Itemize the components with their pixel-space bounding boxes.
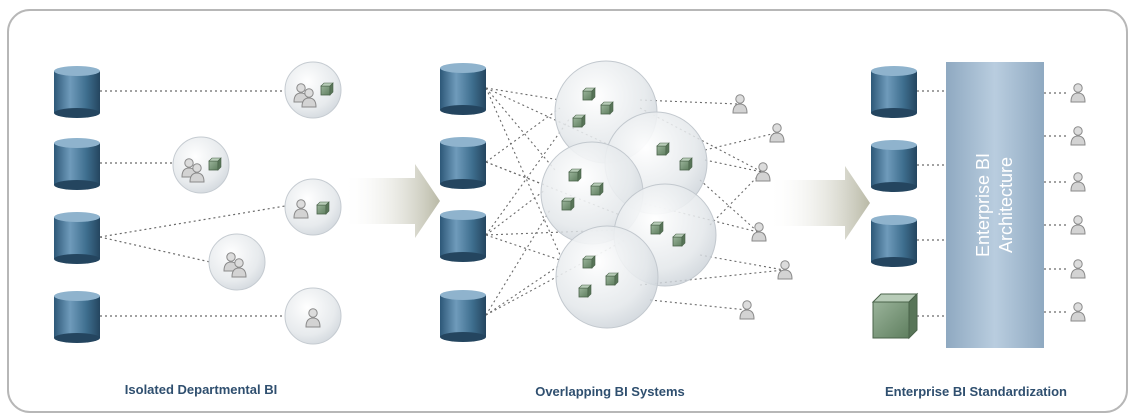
database-icon — [871, 215, 917, 267]
data-cube-icon — [320, 82, 334, 96]
data-cube-icon — [316, 201, 330, 215]
data-cube-icon — [582, 255, 596, 269]
data-cube-icon — [650, 221, 664, 235]
data-cube-icon — [590, 182, 604, 196]
right-arrow-icon — [343, 164, 440, 238]
panel-caption-isolated: Isolated Departmental BI — [125, 382, 277, 397]
data-cube-icon — [679, 157, 693, 171]
data-cube-icon — [568, 168, 582, 182]
data-cube-icon — [582, 87, 596, 101]
database-icon — [871, 140, 917, 192]
bubble — [284, 178, 342, 236]
panel-standardization: Enterprise BI Architecture Enterprise BI… — [871, 62, 1086, 399]
database-icon — [54, 66, 100, 118]
architecture-label-line1: Enterprise BI — [973, 153, 993, 257]
panel-caption-standardization: Enterprise BI Standardization — [885, 384, 1067, 399]
database-icon — [871, 66, 917, 118]
data-cube-icon — [208, 157, 222, 171]
panel-isolated: Isolated Departmental BI — [54, 61, 342, 397]
database-icon — [440, 63, 486, 115]
database-icon — [54, 291, 100, 343]
data-cube-icon — [672, 233, 686, 247]
panel1-connections — [99, 90, 286, 317]
panel-caption-overlapping: Overlapping BI Systems — [535, 384, 685, 399]
architecture-label-line2: Architecture — [996, 157, 1016, 253]
right-arrow-icon — [768, 166, 870, 240]
database-icon — [54, 138, 100, 190]
data-cube-icon — [572, 114, 586, 128]
data-cube-icon — [871, 292, 919, 340]
database-icon — [440, 137, 486, 189]
database-icon — [440, 290, 486, 342]
data-cube-icon — [656, 142, 670, 156]
data-cube-icon — [605, 272, 619, 286]
data-cube-icon — [578, 284, 592, 298]
panel-overlapping: Overlapping BI Systems — [440, 60, 793, 399]
panel3-connections — [917, 90, 1066, 317]
data-cube-icon — [600, 101, 614, 115]
database-icon — [54, 212, 100, 264]
bubble — [284, 61, 342, 119]
data-cube-icon — [561, 197, 575, 211]
architecture-box: Enterprise BI Architecture — [946, 62, 1044, 348]
bubble — [172, 136, 230, 194]
database-icon — [440, 210, 486, 262]
